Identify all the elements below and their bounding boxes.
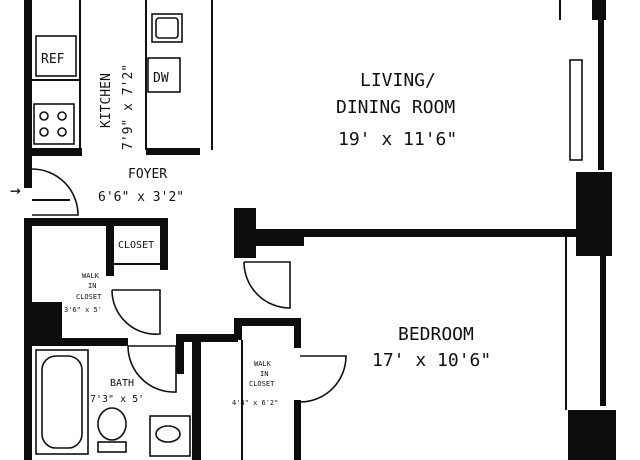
closet-name: CLOSET — [118, 240, 154, 251]
walkin2-line3: CLOSET — [249, 380, 275, 388]
closet-right-wall — [160, 218, 168, 270]
vanity — [149, 415, 191, 457]
walkin-bottom-wall — [28, 338, 128, 346]
right-exterior-pillar-top — [576, 172, 612, 256]
walkin2-door — [299, 355, 347, 403]
kitchen-bottom-wall-right — [146, 148, 200, 155]
bedroom-door — [243, 261, 291, 309]
bathtub — [35, 349, 89, 455]
right-window-wall — [598, 20, 604, 170]
closet-inner-wall — [106, 226, 114, 276]
walkin1-line2: IN — [88, 282, 96, 290]
walkin1-line3: CLOSET — [76, 293, 102, 301]
dw-label: DW — [153, 71, 169, 86]
door-swings — [31, 168, 347, 403]
living-size: 19' x 11'6" — [338, 129, 457, 150]
kitchen-left-wall — [24, 0, 32, 188]
walkin2-line2: IN — [260, 370, 268, 378]
walkin1-door — [111, 289, 161, 335]
right-exterior-pillar-bottom — [568, 410, 616, 460]
bedroom-top-wall — [234, 229, 582, 237]
fridge — [35, 35, 77, 77]
walkin1-line1: WALK — [82, 272, 100, 280]
ref-label: REF — [41, 52, 65, 67]
walkin2-left-wall — [234, 318, 242, 340]
bath-right-wall — [192, 334, 201, 460]
foyer-name: FOYER — [128, 167, 167, 182]
walkin1-size: 3'6" x 5' — [64, 306, 102, 314]
sink — [151, 13, 183, 43]
kitchen-bottom-wall — [24, 148, 82, 156]
entry-arrow-icon: → — [10, 180, 21, 201]
bath-door — [127, 345, 177, 393]
foyer-post — [176, 334, 184, 374]
kitchen-name: KITCHEN — [99, 73, 114, 128]
walkin2-top-wall — [234, 318, 298, 326]
bath-name: BATH — [110, 378, 134, 389]
fixtures — [33, 13, 583, 457]
walkin2-line1: WALK — [254, 360, 272, 368]
stove — [33, 103, 75, 145]
living-name-line1: LIVING/ — [360, 70, 436, 91]
walkin2-right-wall-lower — [294, 400, 301, 460]
window-frame — [569, 59, 583, 161]
walls — [24, 0, 616, 460]
foyer-size: 6'6" x 3'2" — [98, 190, 184, 205]
right-window-wall-lower — [600, 256, 606, 406]
walkin-block — [28, 302, 62, 342]
right-exterior-wall — [592, 0, 606, 20]
walkin2-size: 4'4" x 6'2" — [232, 399, 278, 407]
dishwasher — [147, 57, 181, 93]
closet-top-wall — [24, 218, 164, 226]
bath-top-wall — [176, 334, 238, 342]
bedroom-name: BEDROOM — [398, 324, 474, 345]
bath-size: 7'3" x 5' — [90, 394, 144, 405]
toilet — [97, 407, 127, 441]
walkin2-right-wall — [294, 318, 301, 348]
bedroom-size: 17' x 10'6" — [372, 350, 491, 371]
kitchen-size: 7'9" x 7'2" — [121, 64, 136, 150]
entry-door — [31, 168, 79, 216]
partitions — [32, 0, 567, 460]
living-name-line2: DINING ROOM — [336, 97, 455, 118]
bedroom-wall-stub-2 — [234, 230, 304, 246]
labels: REF DW KITCHEN 7'9" x 7'2" LIVING/ DININ… — [10, 52, 491, 407]
